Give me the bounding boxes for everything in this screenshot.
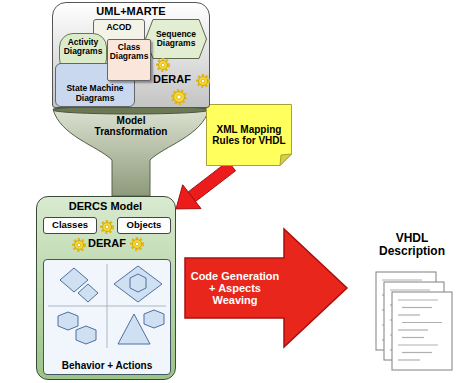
gear-icon: [155, 57, 171, 73]
note-paper: [207, 105, 292, 166]
box-title: ACOD: [94, 23, 144, 32]
box-title: Behavior + Actions: [44, 360, 170, 371]
diamond-symbol: [78, 284, 98, 302]
model-box: DERCS ModelClasses ObjectsBehavior + Acti…: [36, 196, 176, 380]
box-title: Classes: [44, 220, 96, 230]
gear-teeth: [74, 240, 85, 251]
box-title: DERCS Model: [37, 200, 174, 212]
diamond-symbol: [114, 266, 162, 302]
gear-icon: [195, 73, 211, 89]
note-fold: [280, 154, 292, 166]
hexagon-symbol: [144, 310, 164, 328]
transformation-funnel: Model Transformation: [52, 106, 210, 196]
gear-body: [103, 223, 112, 232]
mapping-arrow: [176, 161, 236, 209]
element-box: Objects: [117, 217, 171, 234]
code-line: [398, 314, 420, 315]
gear-icon: [71, 237, 87, 253]
mapping-note: XML Mapping Rules for VHDL: [206, 104, 292, 166]
box-title: State Machine Diagrams: [56, 84, 134, 103]
hexagon-outline: [146, 20, 207, 59]
box-title: Sequence Diagrams: [149, 30, 203, 49]
gear-teeth: [158, 60, 169, 71]
behavior-panel: Behavior + Actions: [43, 259, 171, 375]
code-line: [382, 279, 422, 280]
block-arrow: [185, 229, 347, 347]
box-title: Class Diagrams: [108, 43, 150, 62]
shape-outline: [44, 260, 170, 374]
diagram-box: Sequence Diagrams: [145, 19, 207, 59]
gear-icon: [99, 219, 115, 235]
gear-body: [174, 92, 185, 103]
gear-body: [159, 61, 168, 70]
element-box: Classes: [43, 217, 97, 234]
box-title: Model Transformation: [81, 115, 181, 137]
model-box: UML+MARTE ACOD Sequence Diagrams Activity D…: [52, 2, 210, 108]
code-line: [402, 337, 424, 338]
gear-hole: [77, 243, 81, 247]
arrow-head: [176, 185, 201, 209]
box-title: XML Mapping Rules for VHDL: [211, 124, 287, 146]
diagram-box: Class Diagrams: [107, 39, 151, 81]
gear-body: [199, 77, 208, 86]
box-title: Code Generation + Aspects Weaving: [186, 270, 284, 306]
code-line: [402, 307, 432, 308]
panel-divider: [48, 306, 166, 307]
code-line: [398, 344, 438, 345]
gear-hole: [201, 79, 205, 83]
arrow-shaft: [188, 161, 235, 201]
aspect-label: DERAF: [88, 237, 126, 249]
box-title: Objects: [118, 220, 170, 230]
hexagon-symbol: [58, 312, 78, 330]
hexagon-symbol: [76, 326, 96, 344]
gear-hole: [135, 242, 139, 246]
output-documents: VHDL Description: [356, 232, 468, 379]
gear-teeth: [102, 222, 113, 233]
gear-teeth: [173, 91, 186, 104]
code-line: [402, 322, 442, 323]
code-line: [398, 299, 438, 300]
gear-icon: [170, 88, 188, 106]
process-arrow: Code Generation + Aspects Weaving: [184, 228, 348, 348]
box-title: UML+MARTE: [53, 5, 209, 17]
aspect-label: DERAF: [153, 73, 191, 85]
code-line: [398, 359, 420, 360]
gear-body: [133, 240, 142, 249]
gear-hole: [161, 63, 165, 67]
gear-icon: [129, 236, 145, 252]
gear-hole: [177, 95, 181, 99]
code-line: [390, 289, 430, 290]
hexagon-symbol: [130, 274, 146, 292]
gear-body: [75, 241, 84, 250]
gear-hole: [105, 225, 109, 229]
code-line: [398, 329, 428, 330]
code-line: [402, 352, 432, 353]
shape-outline: [184, 228, 348, 348]
box-title: Activity Diagrams: [61, 38, 105, 57]
funnel-rim: [53, 106, 209, 114]
gear-teeth: [198, 76, 209, 87]
funnel-outline: [53, 105, 209, 196]
document-page: [392, 292, 452, 370]
gear-teeth: [132, 239, 143, 250]
box-title: VHDL Description: [367, 232, 457, 258]
